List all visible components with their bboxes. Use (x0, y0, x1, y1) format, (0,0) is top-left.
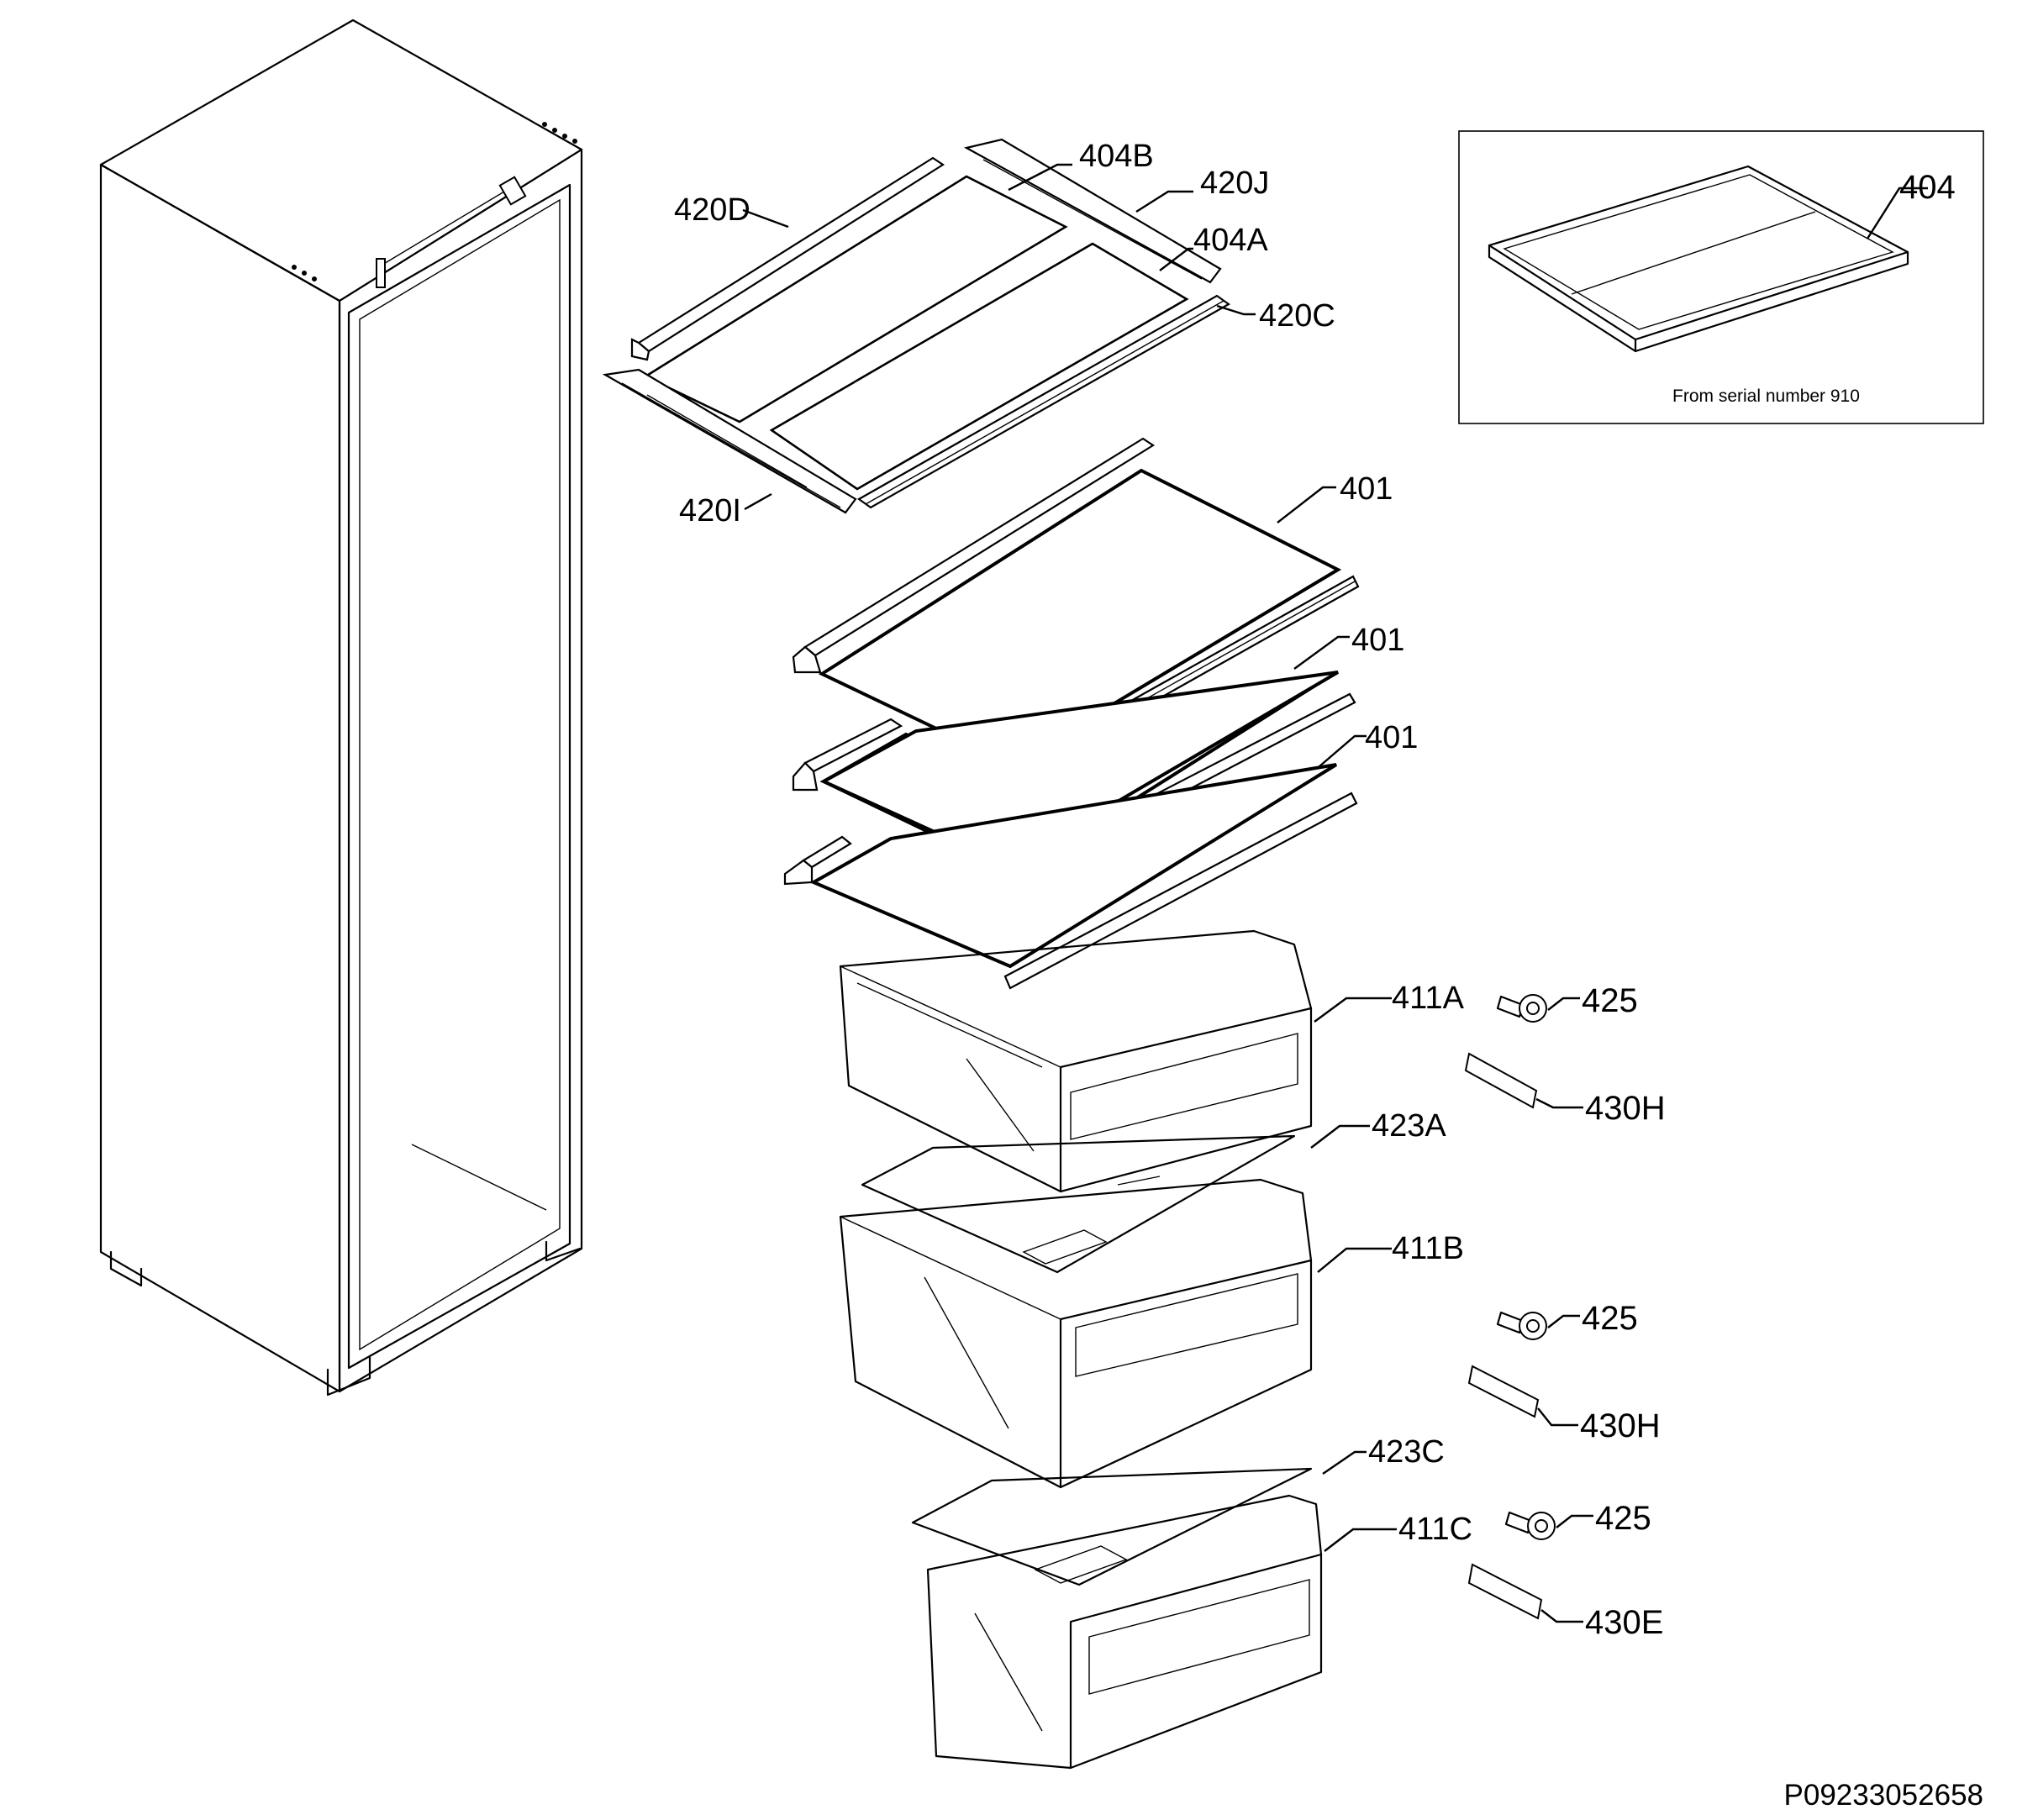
label-420i: 420I (679, 493, 741, 529)
drawer-411b (839, 1178, 1313, 1489)
label-430h-top: 430H (1585, 1090, 1666, 1127)
label-401-middle: 401 (1351, 623, 1404, 658)
label-420d: 420D (674, 192, 750, 228)
inset-label-404: 404 (1899, 169, 1956, 206)
drawer-411c (926, 1494, 1323, 1770)
label-423c: 423C (1368, 1434, 1445, 1470)
label-425-middle: 425 (1582, 1300, 1638, 1337)
inset-shelf-404 (1488, 165, 1909, 353)
label-411b: 411B (1392, 1231, 1464, 1266)
label-425-bottom: 425 (1595, 1500, 1651, 1537)
label-404a: 404A (1193, 223, 1268, 258)
top-shelf-assembly (602, 138, 1231, 514)
label-425-top: 425 (1582, 982, 1638, 1019)
label-404b: 404B (1079, 139, 1154, 174)
drawer-411a (839, 929, 1313, 1193)
drawing-code: P09233052658 (1784, 1779, 1983, 1812)
label-423a: 423A (1372, 1108, 1446, 1144)
glass-shelf-lower (783, 763, 1358, 990)
drawer-roller-425-top (1496, 994, 1547, 1023)
part-labels: 404B 420J 420D 404A 420C 420I 401 401 40… (674, 139, 1666, 1641)
label-411a: 411A (1392, 981, 1465, 1016)
label-430h-middle: 430H (1580, 1407, 1661, 1444)
label-420c: 420C (1259, 298, 1335, 334)
drawer-roller-425-middle (1496, 1311, 1547, 1340)
inset-box: 404 From serial number 910 (1458, 130, 1984, 424)
drawer-cover-423c (911, 1467, 1313, 1586)
label-430e: 430E (1585, 1604, 1663, 1641)
drawer-slide-430h-middle (1467, 1365, 1540, 1418)
drawer-roller-425-bottom (1504, 1511, 1556, 1540)
inset-note: From serial number 910 (1672, 387, 1860, 406)
drawer-slide-430e-bottom (1467, 1563, 1543, 1620)
refrigerator-cabinet (99, 18, 583, 1397)
drawer-cover-423a (861, 1134, 1296, 1274)
label-401-upper: 401 (1340, 471, 1393, 507)
label-401-lower: 401 (1365, 720, 1418, 755)
drawer-slide-430h-top (1464, 1052, 1538, 1109)
leader-lines (742, 163, 1593, 1623)
label-420j: 420J (1200, 166, 1269, 201)
label-411c: 411C (1398, 1512, 1472, 1547)
